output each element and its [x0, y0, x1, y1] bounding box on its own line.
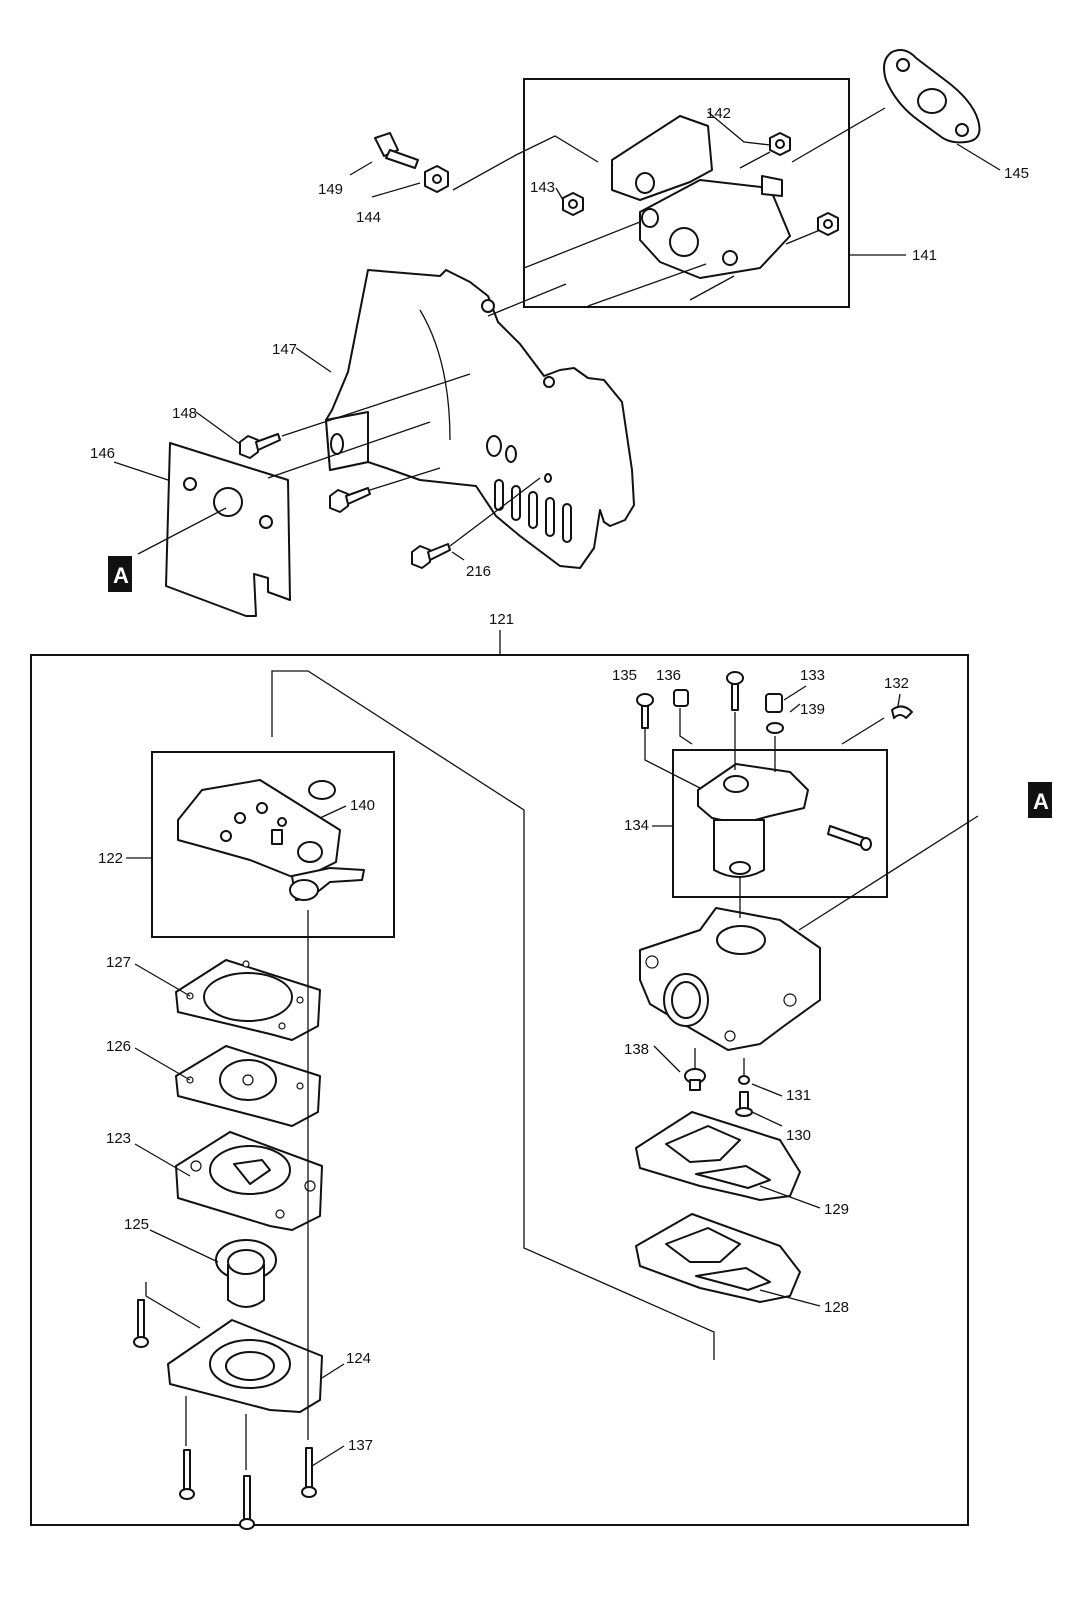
needle-130: [735, 1091, 753, 1117]
assembly-outline: [271, 670, 715, 1360]
gasket-129: [635, 1111, 801, 1201]
o-ring-131: [738, 1075, 750, 1085]
carburetor-body: [639, 907, 821, 1051]
callout-216: 216: [466, 563, 491, 580]
pump-cover-123: [175, 1131, 323, 1231]
callout-131: 131: [786, 1087, 811, 1104]
callout-125: 125: [124, 1216, 149, 1233]
throttle-box-134: [672, 749, 888, 898]
nut-143: [562, 192, 584, 216]
plug-136: [673, 689, 689, 707]
gasket-128: [635, 1213, 801, 1303]
gasket-127: [175, 959, 321, 1041]
top-leader-lines: [113, 107, 1001, 561]
callout-128: 128: [824, 1299, 849, 1316]
screw-137-set: [133, 1299, 317, 1530]
svg-text:A: A: [1033, 789, 1049, 814]
bolt-149: [374, 132, 419, 169]
screw-135: [636, 693, 654, 729]
callout-146: 146: [90, 445, 115, 462]
callout-137: 137: [348, 1437, 373, 1454]
callout-129: 129: [824, 1201, 849, 1218]
screw-center: [726, 671, 744, 711]
pump-body-122: [177, 779, 365, 901]
callout-136: 136: [656, 667, 681, 684]
svg-text:A: A: [113, 563, 129, 588]
callout-135: 135: [612, 667, 637, 684]
callout-145: 145: [1004, 165, 1029, 182]
pump-cover-124: [167, 1319, 323, 1413]
callout-149: 149: [318, 181, 343, 198]
assembly-box-121: [30, 654, 969, 1526]
callout-143: 143: [530, 179, 555, 196]
callout-132: 132: [884, 675, 909, 692]
callout-138: 138: [624, 1041, 649, 1058]
left-leader-lines: [126, 805, 347, 1470]
callout-123: 123: [106, 1130, 131, 1147]
pump-body-box-122: [151, 751, 395, 938]
diaphragm-126: [175, 1045, 321, 1127]
plug-133: [765, 693, 783, 713]
screw-guard: [329, 487, 371, 513]
callout-labels: 121 122 123 124 125 126 127 128 129 130 …: [90, 105, 1029, 1454]
callout-142: 142: [706, 105, 731, 122]
right-leader-lines: [644, 685, 979, 1307]
callout-134: 134: [624, 817, 649, 834]
callout-124: 124: [346, 1350, 371, 1367]
carburetor-holder-141: [611, 115, 791, 279]
callout-144: 144: [356, 209, 381, 226]
callout-147: 147: [272, 341, 297, 358]
callout-127: 127: [106, 954, 131, 971]
plug-138: [684, 1068, 706, 1091]
callout-133: 133: [800, 667, 825, 684]
e-clip-132: [891, 705, 913, 719]
callout-141: 141: [912, 247, 937, 264]
insulator-plate-146: [165, 442, 291, 617]
throttle-lever-134: [697, 763, 872, 878]
screw-216: [411, 543, 451, 569]
guard-plate-147: [325, 269, 635, 569]
callout-140: 140: [350, 797, 375, 814]
callout-121: 121: [489, 611, 514, 628]
callout-130: 130: [786, 1127, 811, 1144]
reference-marker-a-right: A: [1028, 782, 1052, 818]
reference-marker-a-left: A: [108, 556, 132, 592]
assembly-box-141: [523, 78, 850, 308]
callout-126: 126: [106, 1038, 131, 1055]
check-valve-125: [215, 1239, 277, 1308]
washer-139: [766, 722, 784, 734]
screw-148: [239, 433, 281, 459]
gasket-145: [883, 49, 981, 144]
callout-148: 148: [172, 405, 197, 422]
nut-142: [769, 132, 791, 156]
nut-144: [424, 165, 449, 193]
nut-right: [817, 212, 839, 236]
callout-122: 122: [98, 850, 123, 867]
callout-139: 139: [800, 701, 825, 718]
